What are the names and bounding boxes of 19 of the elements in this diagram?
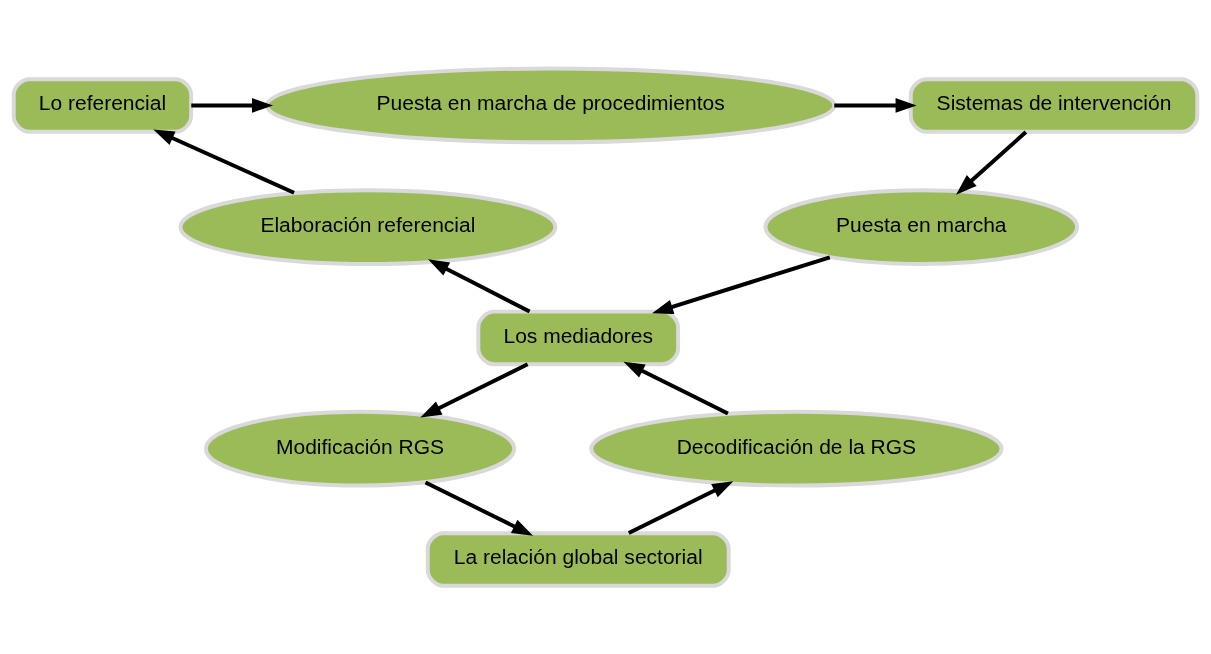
node-box: Los mediadores xyxy=(476,309,681,367)
arrow xyxy=(956,130,1028,195)
node-box: Sistemas de intervención xyxy=(908,77,1200,134)
node-ellipse: Puesta en marcha de procedimientos xyxy=(264,66,837,145)
arrow xyxy=(834,98,917,113)
arrow xyxy=(424,480,534,536)
arrow xyxy=(191,98,274,113)
arrow xyxy=(420,362,529,418)
arrow xyxy=(652,255,831,314)
node-ellipse: Modificación RGS xyxy=(203,409,517,488)
arrow xyxy=(153,129,295,195)
arrow xyxy=(627,481,734,535)
node-ellipse: Decodificación de la RGS xyxy=(589,409,1004,488)
arrow xyxy=(623,361,729,416)
node-ellipse: Puesta en marcha xyxy=(763,188,1080,266)
node-box: Lo referencial xyxy=(11,77,194,134)
node-box: La relación global sectorial xyxy=(425,531,731,588)
node-ellipse: Elaboración referencial xyxy=(178,188,558,266)
arrow xyxy=(428,259,531,314)
